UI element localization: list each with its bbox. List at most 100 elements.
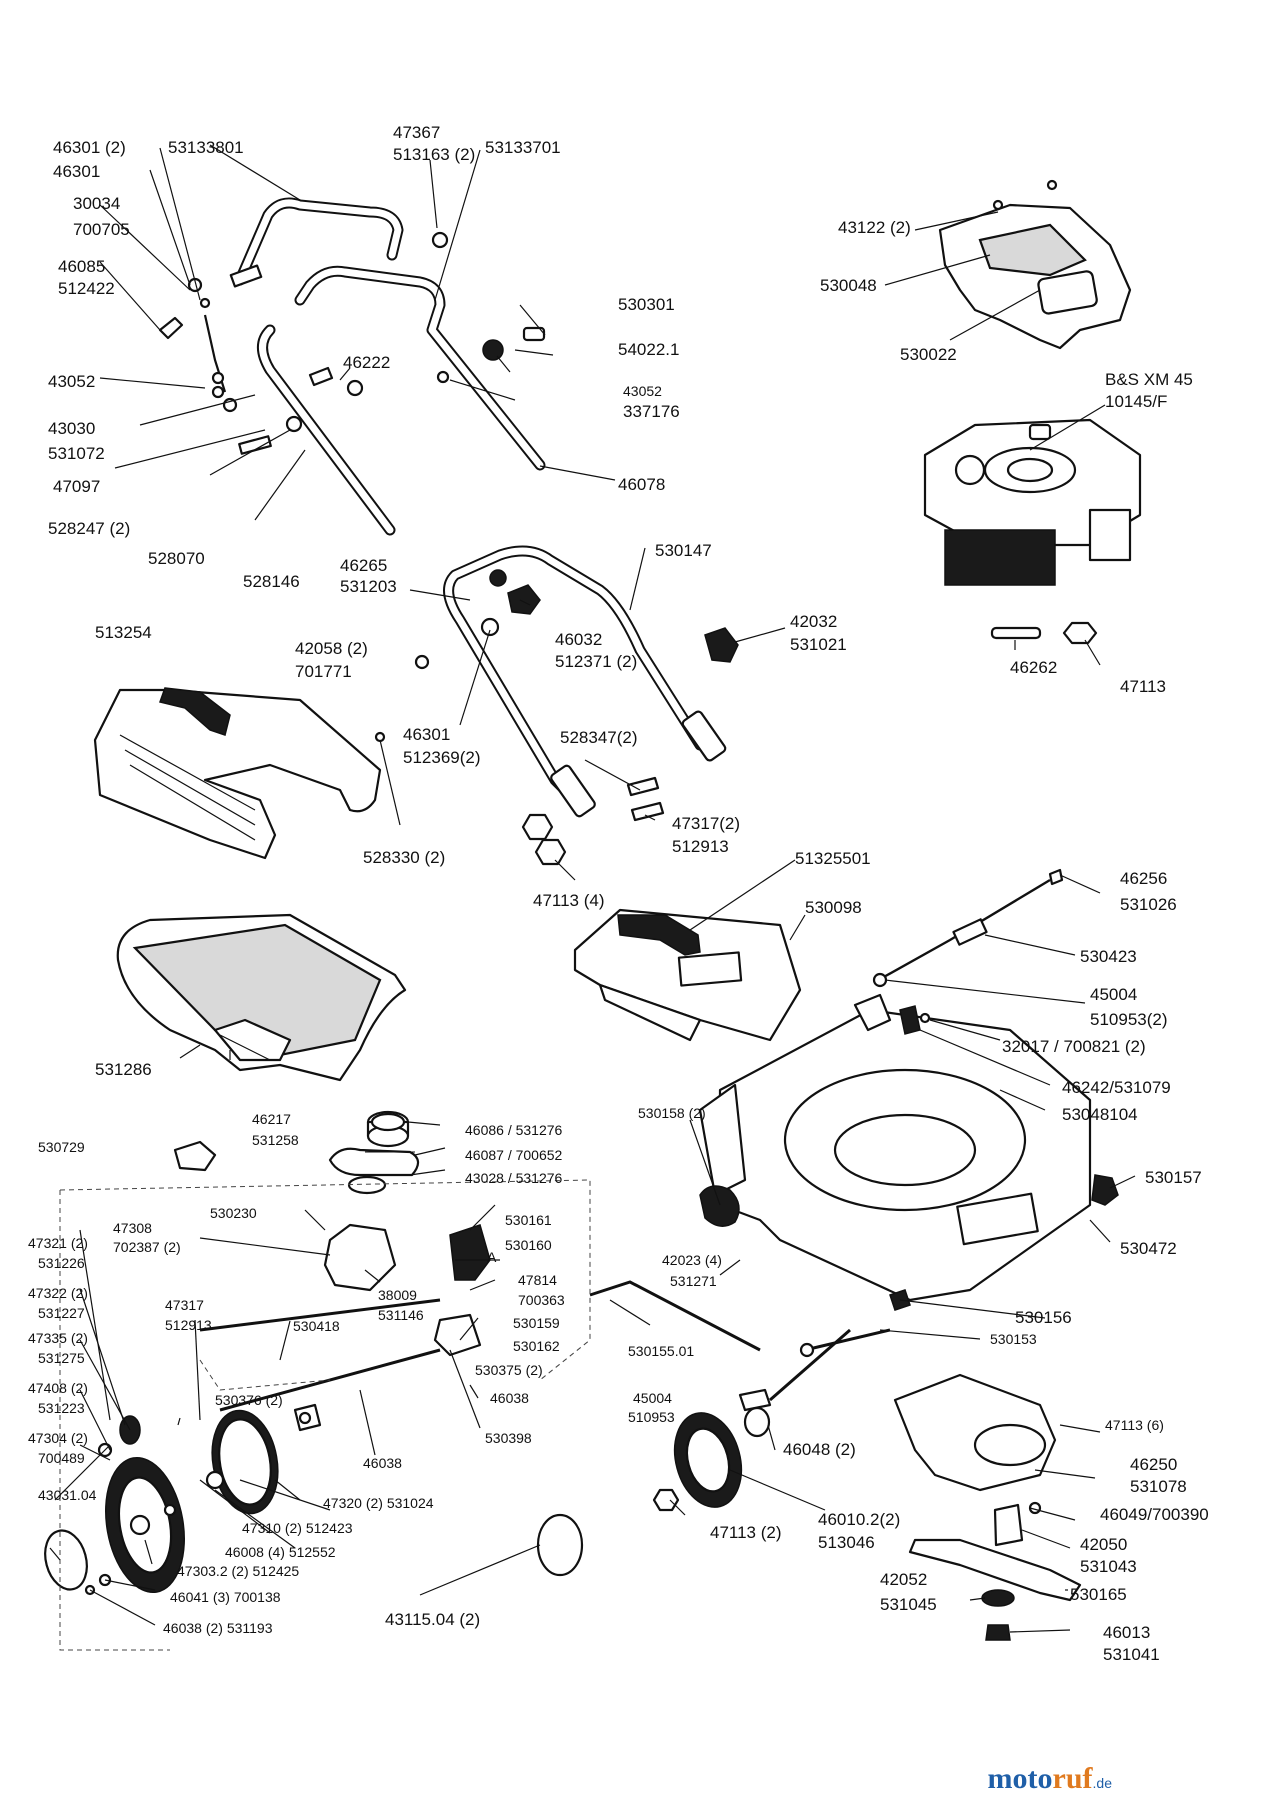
part-label: 531271 <box>670 1273 717 1289</box>
part-label: 46265 <box>340 556 387 575</box>
part-label: 46085 <box>58 257 105 276</box>
part-label: 530729 <box>38 1139 85 1155</box>
part-label: A <box>487 1249 497 1265</box>
bowden-cable <box>872 868 1064 988</box>
part-label: 42052 <box>880 1570 927 1589</box>
part-label: 43115.04 (2) <box>385 1610 480 1629</box>
part-label: 53133801 <box>168 138 244 157</box>
part-label: 46032 <box>555 630 602 649</box>
part-label: 530398 <box>485 1430 532 1446</box>
watermark-suffix: .de <box>1093 1775 1113 1791</box>
part-label: 530472 <box>1120 1239 1177 1258</box>
part-label: 531041 <box>1103 1645 1160 1664</box>
part-label: 47317(2) <box>672 814 740 833</box>
part-label: 510953(2) <box>1090 1010 1168 1029</box>
part-label: 531021 <box>790 635 847 654</box>
cable-clip <box>229 264 263 288</box>
part-label: 530375 (2) <box>475 1362 543 1378</box>
part-label: 47097 <box>53 477 100 496</box>
part-label: 513046 <box>818 1533 875 1552</box>
part-label: 530155.01 <box>628 1343 694 1359</box>
part-label: 47814 <box>518 1272 557 1288</box>
part-label: 46038 <box>490 1390 529 1406</box>
part-label: 530230 <box>210 1205 257 1221</box>
part-label: 531226 <box>38 1255 85 1271</box>
part-label: 47367 <box>393 123 440 142</box>
part-label: 47113 (6) <box>1105 1417 1164 1433</box>
part-label: 531223 <box>38 1400 85 1416</box>
part-label: 46301 (2) <box>53 138 126 157</box>
rear-axle-rod <box>589 1280 891 1412</box>
part-label: 531045 <box>880 1595 937 1614</box>
blade-assembly <box>893 1373 1082 1641</box>
part-label: 513163 (2) <box>393 145 475 164</box>
part-label: 46301 <box>403 725 450 744</box>
part-label: 42032 <box>790 612 837 631</box>
part-label: 42058 (2) <box>295 639 368 658</box>
part-label: 530423 <box>1080 947 1137 966</box>
part-label: 700363 <box>518 1292 565 1308</box>
part-label: 700489 <box>38 1450 85 1466</box>
part-label: 47113 (2) <box>710 1523 782 1542</box>
lower-handle <box>443 545 727 818</box>
part-label: 531146 <box>378 1307 424 1323</box>
belt-and-pulley <box>173 1112 415 1172</box>
part-label: 46038 <box>363 1455 402 1471</box>
upper-handle <box>229 197 546 536</box>
part-label: 701771 <box>295 662 352 681</box>
part-label: 46256 <box>1120 869 1167 888</box>
part-label: 43052 <box>48 372 95 391</box>
part-label: 530048 <box>820 276 877 295</box>
part-label: 530157 <box>1145 1168 1202 1187</box>
part-label: 45004 <box>633 1390 672 1406</box>
part-labels: 46301 (2) 53133801 47367 513163 (2) 5313… <box>28 123 1209 1664</box>
part-label: 47335 (2) <box>28 1330 88 1346</box>
part-label: 46086 / 531276 <box>465 1122 563 1138</box>
part-label: 46013 <box>1103 1623 1150 1642</box>
grass-bag <box>116 913 407 1082</box>
spring-and-nut <box>990 621 1098 645</box>
part-label: 530165 <box>1070 1585 1127 1604</box>
part-label: 46008 (4) 512552 <box>225 1544 336 1560</box>
part-label: 530159 <box>513 1315 560 1331</box>
part-label: 530161 <box>505 1212 552 1228</box>
part-label: 528070 <box>148 549 205 568</box>
part-label: 46262 <box>1010 658 1057 677</box>
part-label: 47310 (2) 512423 <box>242 1520 353 1536</box>
part-label: 46010.2(2) <box>818 1510 900 1529</box>
part-label: 32017 / 700821 (2) <box>1002 1037 1146 1056</box>
part-label: 530418 <box>293 1318 340 1334</box>
part-label: 43028 / 531276 <box>465 1170 563 1186</box>
front-wheel <box>652 1406 771 1512</box>
part-label: 46217 <box>252 1111 291 1127</box>
part-label: 531286 <box>95 1060 152 1079</box>
part-label: 47408 (2) <box>28 1380 88 1396</box>
part-label: 46222 <box>343 353 390 372</box>
part-label: 43031.04 <box>38 1487 97 1503</box>
part-label: 42050 <box>1080 1535 1127 1554</box>
drive-assembly <box>199 1110 491 1432</box>
part-label: 47113 <box>1120 677 1166 696</box>
part-label: 530162 <box>513 1338 560 1354</box>
part-label: 512371 (2) <box>555 652 637 671</box>
part-label: 337176 <box>623 402 680 421</box>
part-label: 46087 / 700652 <box>465 1147 563 1163</box>
part-label: 47321 (2) <box>28 1235 88 1251</box>
part-label: 528247 (2) <box>48 519 130 538</box>
part-label: 47320 (2) 531024 <box>323 1495 434 1511</box>
part-label: 512913 <box>672 837 729 856</box>
part-label: 512422 <box>58 279 115 298</box>
handle-knobs <box>374 569 739 866</box>
svg-text:motoruf.de: motoruf.de <box>988 1762 1113 1795</box>
part-label: 702387 (2) <box>113 1239 181 1255</box>
part-label: 528330 (2) <box>363 848 445 867</box>
part-label: 46250 <box>1130 1455 1177 1474</box>
part-label: 46078 <box>618 475 665 494</box>
part-label: 54022.1 <box>618 340 679 359</box>
part-label: 47303.2 (2) 512425 <box>177 1563 299 1579</box>
part-label: 47113 (4) <box>533 891 605 910</box>
engine-cover <box>938 179 1132 350</box>
watermark-part2: ruf <box>1053 1762 1094 1795</box>
